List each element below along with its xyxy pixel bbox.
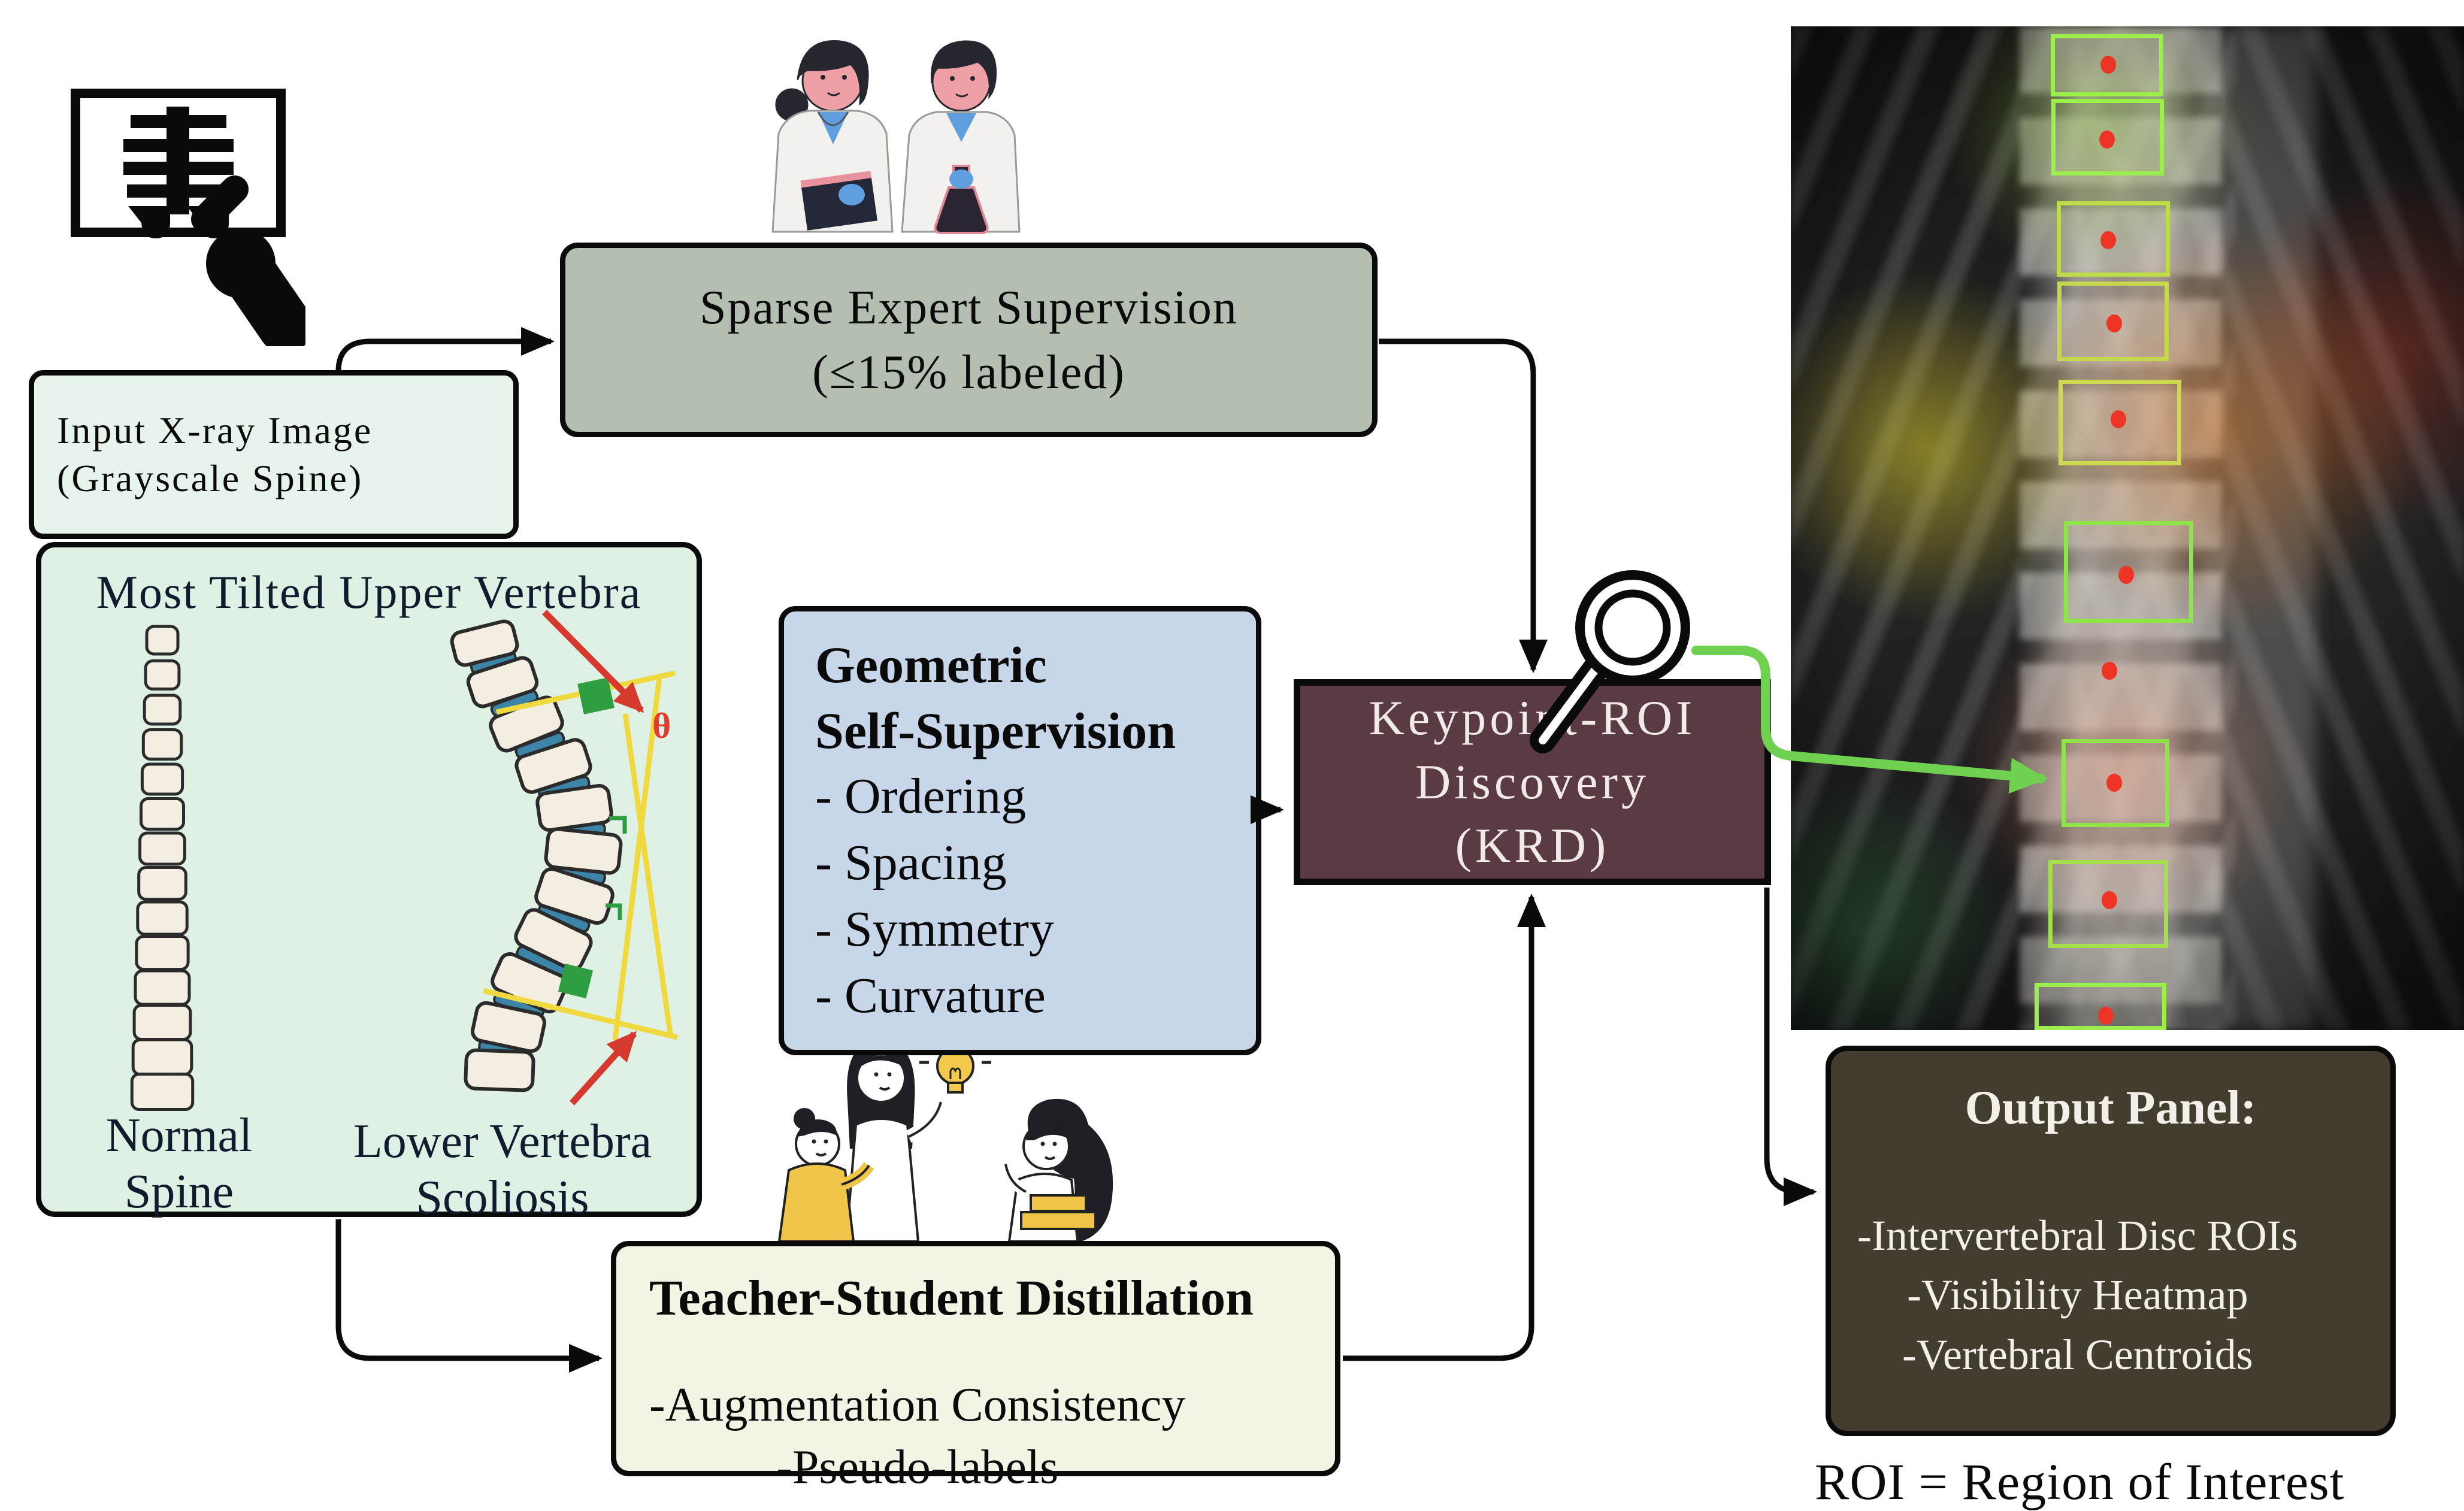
ts-item-augmentation: -Augmentation Consistency — [649, 1379, 1186, 1431]
roi-box — [2035, 983, 2166, 1030]
arrow-ts-to-krd — [1343, 894, 1546, 1361]
krd-line-2: Discovery — [1415, 754, 1649, 809]
roi-box — [2051, 99, 2164, 175]
sparse-line-2: (≤15% labeled) — [812, 346, 1125, 399]
teacher-student-box: Teacher-Student Distillation -Augmentati… — [611, 1241, 1340, 1494]
xray-roi-layer — [1791, 26, 2464, 1030]
roi-box — [2051, 34, 2163, 96]
ts-item-pseudolabels: -Pseudo-labels — [776, 1441, 1059, 1494]
vertebral-centroid-dot — [2106, 314, 2122, 332]
spine-diagrams: θ — [130, 610, 679, 1111]
scientists-illustration — [771, 40, 1021, 234]
geometric-self-supervision-box: Geometric Self-Supervision - Ordering - … — [779, 606, 1261, 1055]
roi-abbreviation-note: ROI = Region of Interest — [1815, 1453, 2345, 1510]
geo-item-curvature: - Curvature — [815, 967, 1046, 1024]
cobb-angle-construction — [482, 670, 679, 1040]
teacher-figure — [844, 1040, 948, 1243]
xray-film-icon — [71, 89, 305, 346]
normal-spine-label: Normal Spine — [105, 1109, 253, 1219]
students-illustration — [777, 1035, 1113, 1243]
geo-item-spacing: - Spacing — [815, 835, 1007, 891]
vertebral-centroid-dot — [2099, 131, 2115, 149]
krd-box: Keypoint-ROI Discovery (KRD) — [1294, 679, 1771, 885]
input-line-1: Input X-ray Image — [57, 409, 373, 452]
scientist-woman — [771, 40, 894, 233]
output-item-heatmap: -Visibility Heatmap — [1907, 1271, 2248, 1319]
roi-box — [2059, 380, 2181, 465]
arrow-input-to-sparse — [335, 341, 551, 374]
scientist-man — [901, 40, 1021, 234]
output-title: Output Panel: — [1964, 1082, 2257, 1134]
xray-image — [1791, 26, 2464, 1030]
krd-line-3: (KRD) — [1455, 818, 1610, 873]
vertebral-centroid-dot — [2098, 1007, 2114, 1025]
roi-box — [2062, 739, 2169, 827]
roi-box — [2048, 860, 2168, 948]
arrow-sparse-to-krd — [1379, 338, 1548, 673]
student-right-figure — [1000, 1098, 1113, 1243]
normal-spine-drawing — [130, 625, 195, 1111]
vertebral-centroid-dot — [2100, 56, 2116, 74]
scoliosis-spine-drawing — [450, 619, 623, 1092]
output-item-disc-rois: -Intervertebral Disc ROIs — [1857, 1212, 2298, 1259]
geo-title-2: Self-Supervision — [815, 702, 1176, 760]
vertebral-centroid-dot — [2100, 231, 2116, 249]
tilt-arrows — [542, 610, 644, 1106]
theta-label: θ — [652, 706, 671, 746]
roi-box — [2064, 521, 2193, 623]
input-line-2: (Grayscale Spine) — [57, 457, 364, 499]
geo-item-ordering: - Ordering — [815, 768, 1027, 825]
krd-line-1: Keypoint-ROI — [1369, 691, 1696, 746]
sparse-supervision-box: Sparse Expert Supervision (≤15% labeled) — [560, 243, 1378, 437]
arrow-mint-to-ts — [335, 1219, 603, 1373]
sparse-line-1: Sparse Expert Supervision — [700, 281, 1238, 334]
student-left-figure — [777, 1108, 874, 1243]
hand-icon — [191, 175, 305, 346]
spine-comparison-panel: Most Tilted Upper Vertebra — [36, 542, 702, 1224]
vertebral-centroid-dot — [2111, 410, 2126, 428]
mint-panel-title: Most Tilted Upper Vertebra — [96, 566, 642, 618]
ts-title: Teacher-Student Distillation — [649, 1270, 1254, 1326]
input-xray-box: Input X-ray Image (Grayscale Spine) — [29, 370, 519, 539]
ribs-glyph — [123, 107, 234, 238]
vertebral-centroid-dot — [2118, 566, 2134, 584]
output-panel: Output Panel: -Intervertebral Disc ROIs … — [1826, 1046, 2396, 1436]
geo-title-1: Geometric — [815, 636, 1047, 694]
scoliosis-label: Lower Vertebra Scoliosis — [353, 1115, 652, 1225]
output-item-centroids: -Vertebral Centroids — [1902, 1330, 2253, 1379]
angle-tick-marks — [606, 816, 627, 920]
roi-box — [2057, 281, 2169, 361]
vertebral-centroid-dot — [2102, 662, 2117, 680]
vertebral-centroid-dot — [2106, 774, 2122, 792]
vertebral-centroid-dot — [2102, 891, 2117, 909]
right-angle-squares — [558, 677, 615, 999]
geo-item-symmetry: - Symmetry — [815, 901, 1054, 958]
roi-box — [2057, 201, 2170, 277]
